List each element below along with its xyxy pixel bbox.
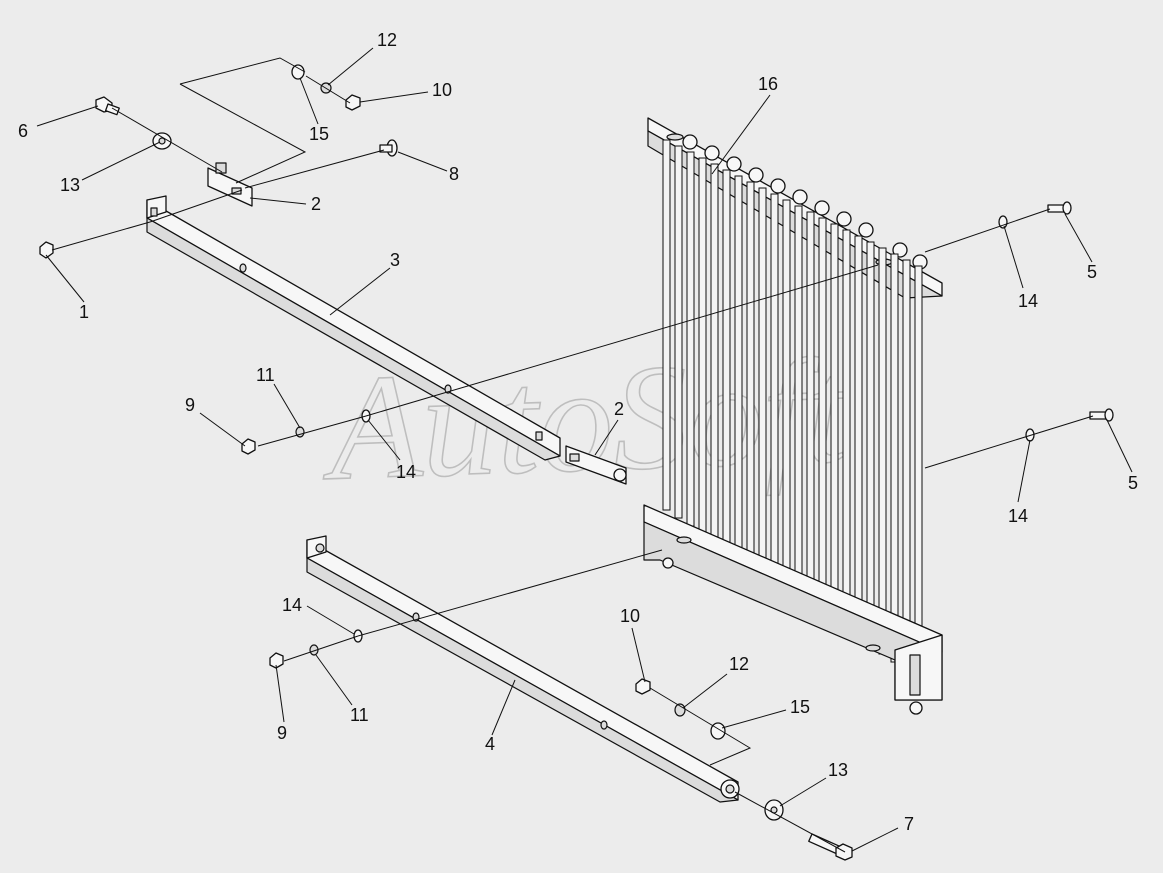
fasteners [39,64,1114,861]
callout-4: 4 [485,734,495,754]
cooling-tubes [662,139,923,669]
callout-3: 3 [390,250,400,270]
bolt-8 [379,139,398,157]
callout-14-top: 14 [1018,291,1038,311]
callout-13-top: 13 [60,175,80,195]
callout-5-lower: 5 [1128,473,1138,493]
callout-11-mid: 11 [256,365,275,385]
callout-14-mid: 14 [396,462,416,482]
lower-support-bar [306,535,740,803]
nut-9-low [269,652,284,669]
callout-13-low: 13 [828,760,848,780]
callout-15-top: 15 [309,124,329,144]
assembly-axis-lines [51,57,1094,853]
callout-12-top: 12 [377,30,397,50]
nut-1 [39,241,54,259]
bolt-5-top [1047,201,1072,215]
bolt-5-lower [1089,408,1114,422]
tube-caps [682,134,928,270]
bolt-7 [808,833,853,861]
callout-5-upper: 5 [1087,262,1097,282]
radiator-core [643,117,943,715]
callout-7: 7 [904,814,914,834]
callout-leaders [36,47,1133,852]
callout-11-low: 11 [350,705,369,725]
callout-16: 16 [758,74,778,94]
callout-15-low: 15 [790,697,810,717]
callout-10-top: 10 [432,80,452,100]
callout-2-lower: 2 [614,399,624,419]
nut-10-top [345,94,361,111]
callout-12-low: 12 [729,654,749,674]
callout-labels: 1 2 2 3 4 5 5 6 7 8 9 9 10 10 11 11 12 1… [18,30,1138,834]
callout-6: 6 [18,121,28,141]
callout-8: 8 [449,164,459,184]
callout-2-upper: 2 [311,194,321,214]
callout-14-right: 14 [1008,506,1028,526]
bracket-lower [565,445,627,485]
upper-support-bar [146,195,561,461]
nut-10-low [635,678,651,695]
bracket-upper [207,162,253,207]
callout-10-low: 10 [620,606,640,626]
callout-9-low: 9 [277,723,287,743]
callout-14-low: 14 [282,595,302,615]
callout-1: 1 [79,302,89,322]
nut-9-mid [241,438,256,455]
washer-15-top [291,64,305,80]
bolt-6 [95,96,120,116]
callout-9-mid: 9 [185,395,195,415]
